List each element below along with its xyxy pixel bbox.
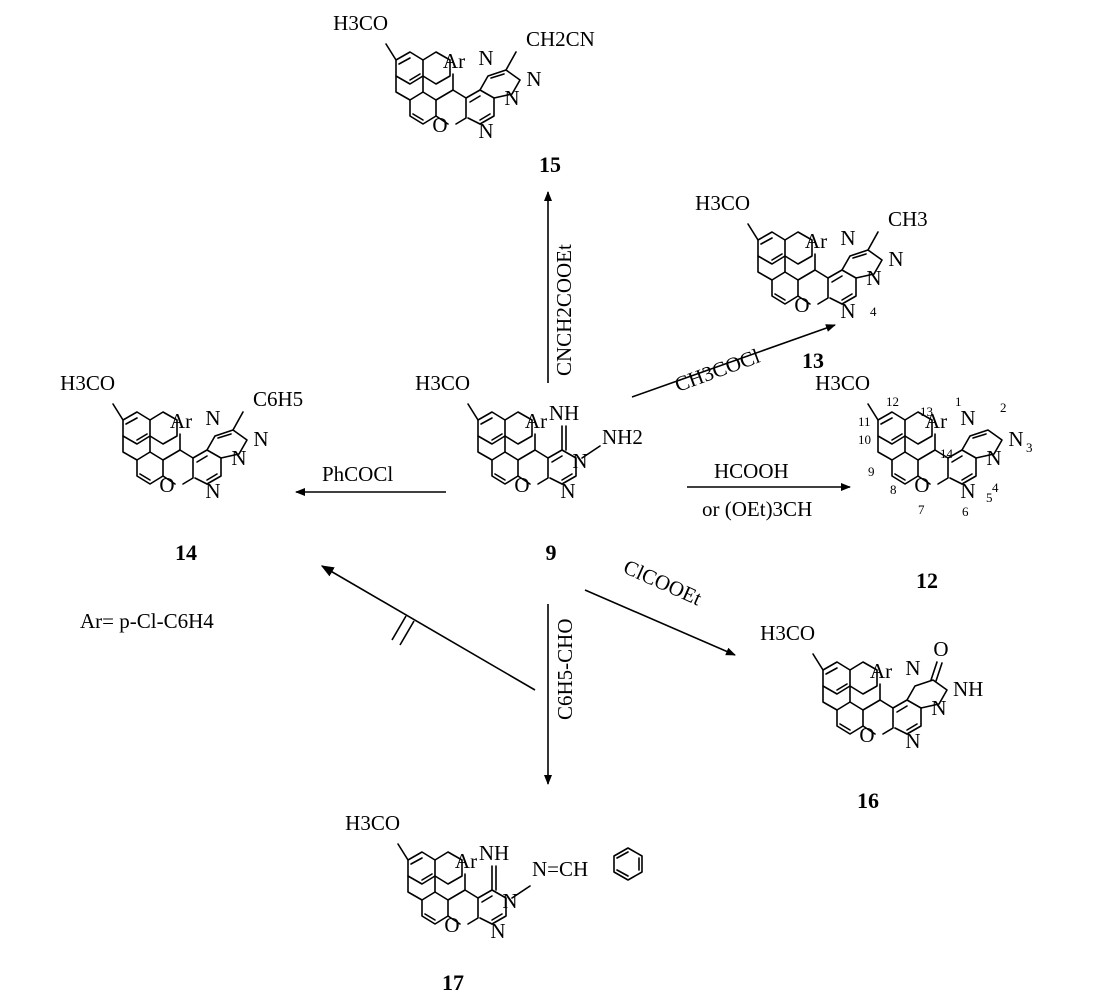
ring-nitrogen-15d: N	[526, 67, 541, 91]
carbonyl-oxygen-16: O	[933, 637, 948, 661]
ring-nitrogen-9a: N	[572, 449, 587, 473]
ring-nitrogen-17b: N	[490, 919, 505, 943]
aryl-label-15: Ar	[443, 49, 465, 73]
imine-label-9: NH	[549, 401, 579, 425]
methoxy-label-15: H3CO	[333, 11, 388, 35]
substituent-9: NH2	[602, 425, 643, 449]
imine-label-17: NH	[479, 841, 509, 865]
compound-12: H3CO Ar O N N N N 1 2 3 4 5 6 7 8 9 10 1…	[815, 371, 1032, 519]
arrow-to-13	[631, 324, 836, 398]
methoxy-label-12: H3CO	[815, 371, 870, 395]
compound-15: H3CO Ar O N N N N CH2CN	[333, 11, 595, 143]
ring-oxygen-9: O	[514, 473, 529, 497]
hydrazone-label-17: N=CH	[532, 857, 588, 881]
reagent-to-13: CH3COCl	[672, 344, 764, 397]
atom-number-12: 12	[886, 394, 899, 409]
ring-nitrogen-16c: N	[905, 729, 920, 753]
reagent-to-16: ClCOOEt	[620, 555, 706, 611]
aryl-label-13: Ar	[805, 229, 827, 253]
compound-14: H3CO Ar O N N N N C6H5	[60, 371, 303, 503]
atom-number-11: 11	[858, 414, 871, 429]
not-formed-mark	[391, 615, 415, 646]
atom-number-6: 6	[962, 504, 969, 519]
ring-oxygen-13: O	[794, 293, 809, 317]
ar-definition: Ar= p-Cl-C6H4	[80, 609, 214, 633]
ring-oxygen-15: O	[432, 113, 447, 137]
ring-oxygen-14: O	[159, 473, 174, 497]
ring-oxygen-12: O	[914, 473, 929, 497]
reagent-to-15: CNCH2COOEt	[552, 244, 576, 376]
compound-13: H3CO Ar O N N N N CH3 4	[695, 191, 928, 323]
atom-number-13: 13	[920, 404, 933, 419]
compound-number-15: 15	[539, 152, 561, 177]
compound-number-17: 17	[442, 970, 464, 995]
aryl-label-17: Ar	[455, 849, 477, 873]
ring-nitrogen-12b: N	[986, 446, 1001, 470]
aryl-label-14: Ar	[170, 409, 192, 433]
atom-number-9: 9	[868, 464, 875, 479]
reagent-to-17: C6H5-CHO	[553, 618, 577, 720]
compound-number-16: 16	[857, 788, 879, 813]
atom-number-3: 3	[1026, 440, 1033, 455]
reagent-to-12-line2: or (OEt)3CH	[702, 497, 812, 521]
ring-nitrogen-12d: N	[1008, 427, 1023, 451]
arrow-to-16	[584, 589, 736, 656]
ring-nitrogen-13a: N	[840, 226, 855, 250]
compound-number-12: 12	[916, 568, 938, 593]
substituent-14: C6H5	[253, 387, 303, 411]
methoxy-label-13: H3CO	[695, 191, 750, 215]
ring-nitrogen-14d: N	[253, 427, 268, 451]
ring-nitrogen-12c: N	[960, 479, 975, 503]
atom-number-7: 7	[918, 502, 925, 517]
aryl-label-9: Ar	[525, 409, 547, 433]
aryl-label-16: Ar	[870, 659, 892, 683]
ring-oxygen-17: O	[444, 913, 459, 937]
atom-number-8: 8	[890, 482, 897, 497]
ring-nitrogen-13d: N	[888, 247, 903, 271]
methoxy-label-17: H3CO	[345, 811, 400, 835]
ring-nitrogen-15a: N	[478, 46, 493, 70]
compound-16: H3CO Ar O N N N NH O	[760, 621, 983, 753]
substituent-15: CH2CN	[526, 27, 595, 51]
compound-number-9: 9	[546, 540, 557, 565]
atom-number-13: 4	[870, 304, 877, 319]
atom-number-10: 10	[858, 432, 871, 447]
compound-9: H3CO Ar O NH N N NH2	[415, 371, 643, 503]
compound-17: H3CO Ar O NH N N N=CH	[345, 811, 643, 943]
ring-nitrogen-15c: N	[478, 119, 493, 143]
ring-nitrogen-14b: N	[231, 446, 246, 470]
ring-nitrogen-12a: N	[960, 406, 975, 430]
atom-number-1: 1	[955, 394, 962, 409]
ring-nitrogen-14a: N	[205, 406, 220, 430]
ring-nitrogen-9b: N	[560, 479, 575, 503]
ring-nitrogen-16b: N	[931, 696, 946, 720]
ring-nitrogen-15b: N	[504, 86, 519, 110]
ring-nitrogen-16a: N	[905, 656, 920, 680]
compound-number-14: 14	[175, 540, 197, 565]
substituent-13: CH3	[888, 207, 928, 231]
methoxy-label-14: H3CO	[60, 371, 115, 395]
reagent-to-14: PhCOCl	[322, 462, 393, 486]
compound-number-13: 13	[802, 348, 824, 373]
ring-nitrogen-13b: N	[866, 266, 881, 290]
aryl-label-12: Ar	[925, 409, 947, 433]
reagent-to-12-line1: HCOOH	[714, 459, 789, 483]
atom-number-14: 14	[940, 446, 954, 461]
ring-oxygen-16: O	[859, 723, 874, 747]
atom-number-2: 2	[1000, 400, 1007, 415]
ring-nitrogen-17a: N	[502, 889, 517, 913]
methoxy-label-16: H3CO	[760, 621, 815, 645]
arrow-failed-to-14	[320, 565, 536, 691]
ring-nh-16: NH	[953, 677, 983, 701]
ring-nitrogen-14c: N	[205, 479, 220, 503]
ring-nitrogen-13c: N	[840, 299, 855, 323]
methoxy-label-9: H3CO	[415, 371, 470, 395]
atom-number-4: 4	[992, 480, 999, 495]
atom-number-5: 5	[986, 490, 993, 505]
